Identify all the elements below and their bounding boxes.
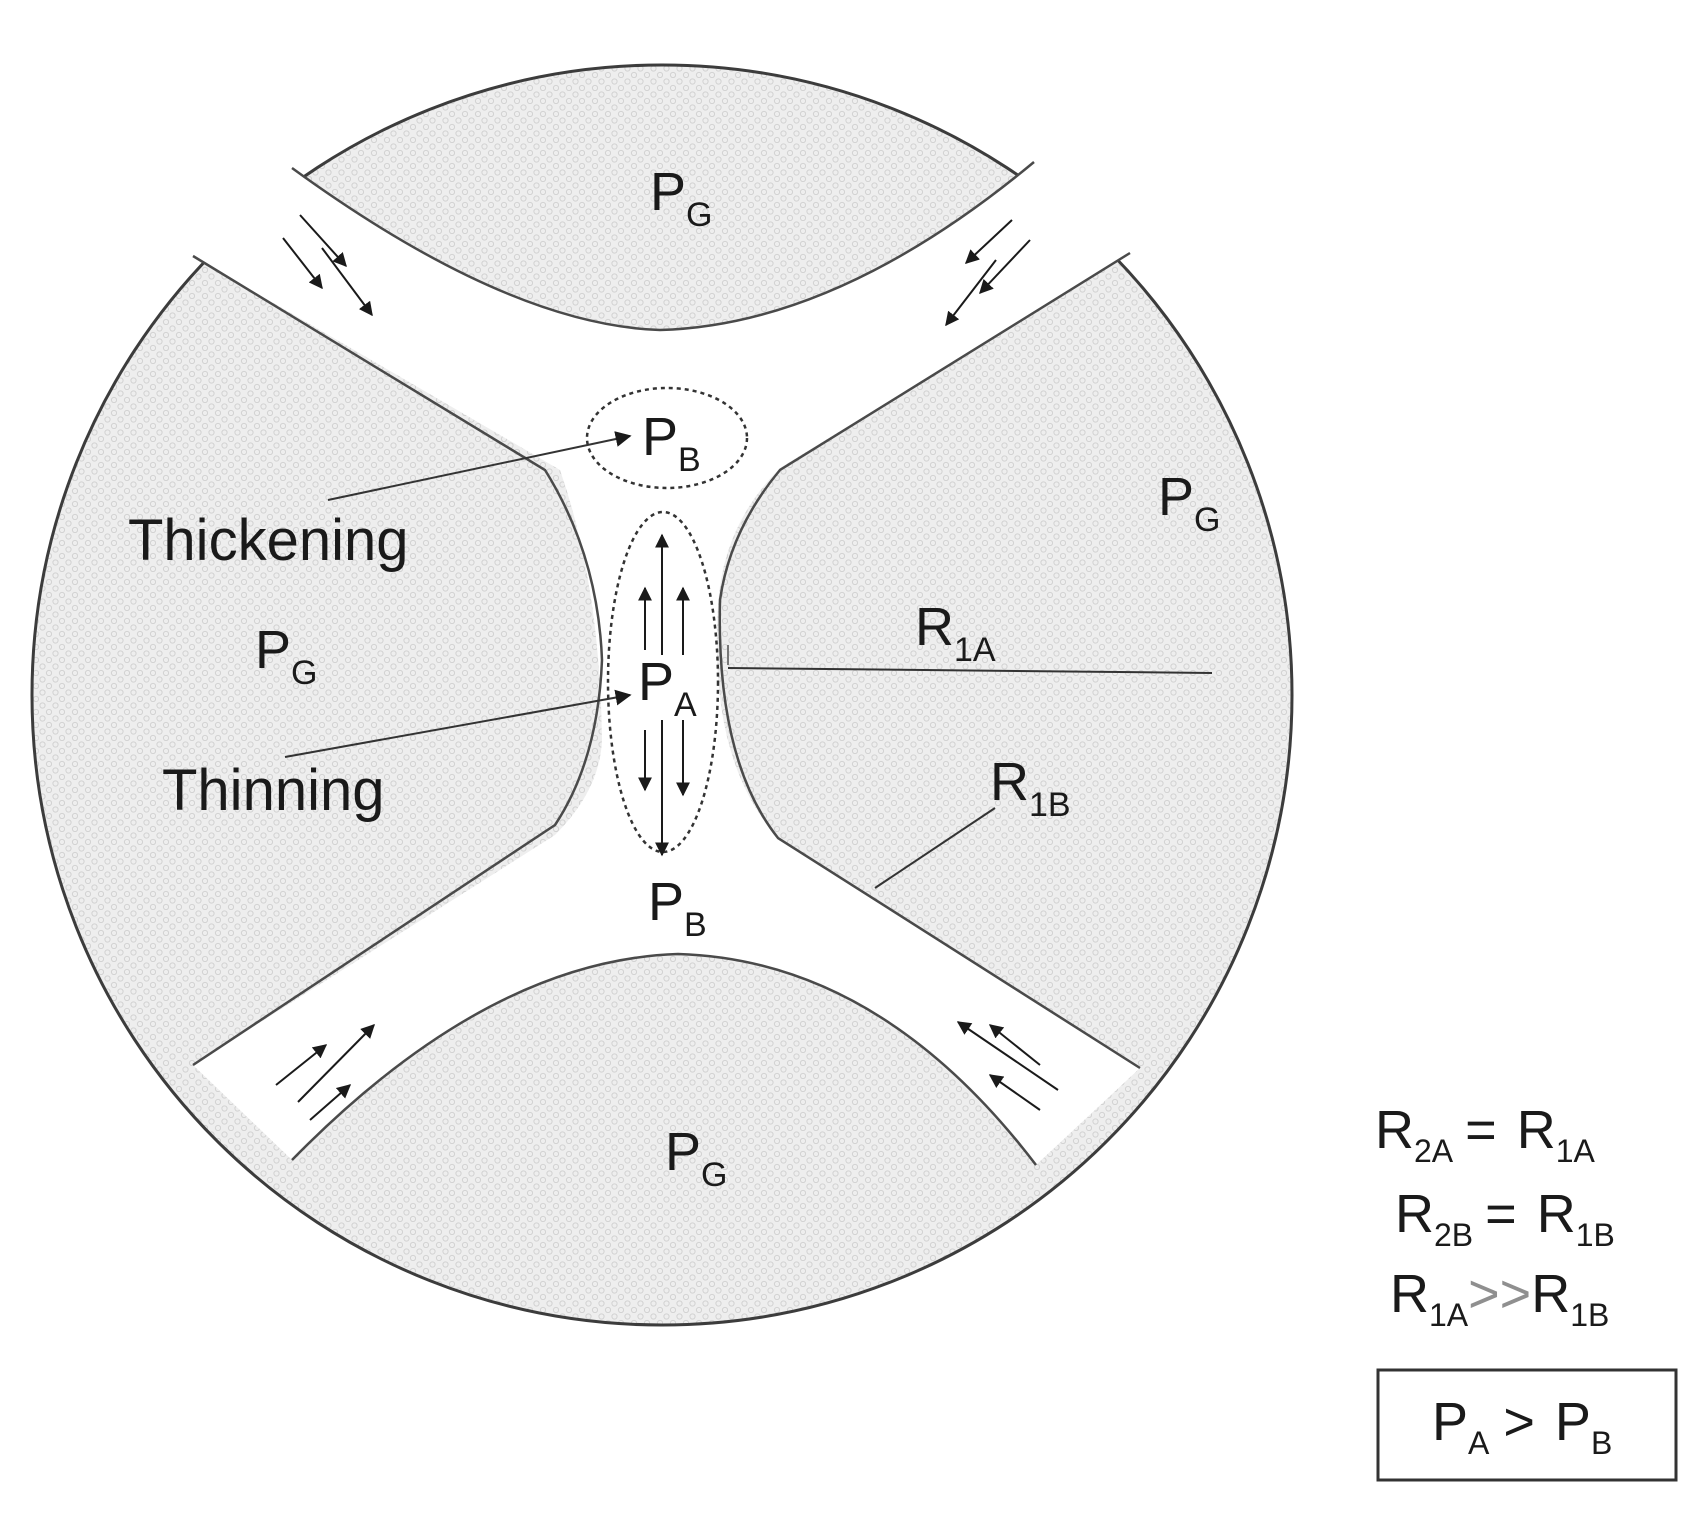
pointer-lines (284, 431, 1213, 889)
thickening-label: Thickening (128, 508, 408, 573)
legend-eq3: R1A>>R1B (1390, 1264, 1609, 1333)
pa-label: PA (638, 652, 697, 724)
liquid-channel (193, 162, 1140, 1165)
flow-arrows (275, 214, 1059, 1121)
pa-ellipse (606, 510, 720, 854)
pb-label-top: PB (642, 407, 701, 479)
drainage-arrows (638, 533, 729, 857)
pb-top-ellipse (585, 386, 749, 490)
legend-eq1: R2A=R1A (1375, 1100, 1595, 1169)
legend: R2A=R1A R2B=R1B R1A>>R1B PA>PB (1375, 1100, 1678, 1482)
pg-label-top: PG (650, 162, 712, 234)
r1a-label: R1A (915, 597, 996, 669)
pg-label-bottom: PG (665, 1122, 727, 1194)
pb-label-bottom: PB (648, 872, 707, 944)
legend-box (1376, 1368, 1678, 1482)
legend-eq2: R2B=R1B (1395, 1184, 1615, 1253)
pg-label-left: PG (255, 620, 317, 692)
thinning-label: Thinning (162, 758, 384, 823)
channel-walls (192, 161, 1141, 1166)
r1b-label: R1B (990, 752, 1071, 824)
legend-boxed-eq: PA>PB (1432, 1392, 1612, 1461)
pg-label-right: PG (1158, 467, 1220, 539)
